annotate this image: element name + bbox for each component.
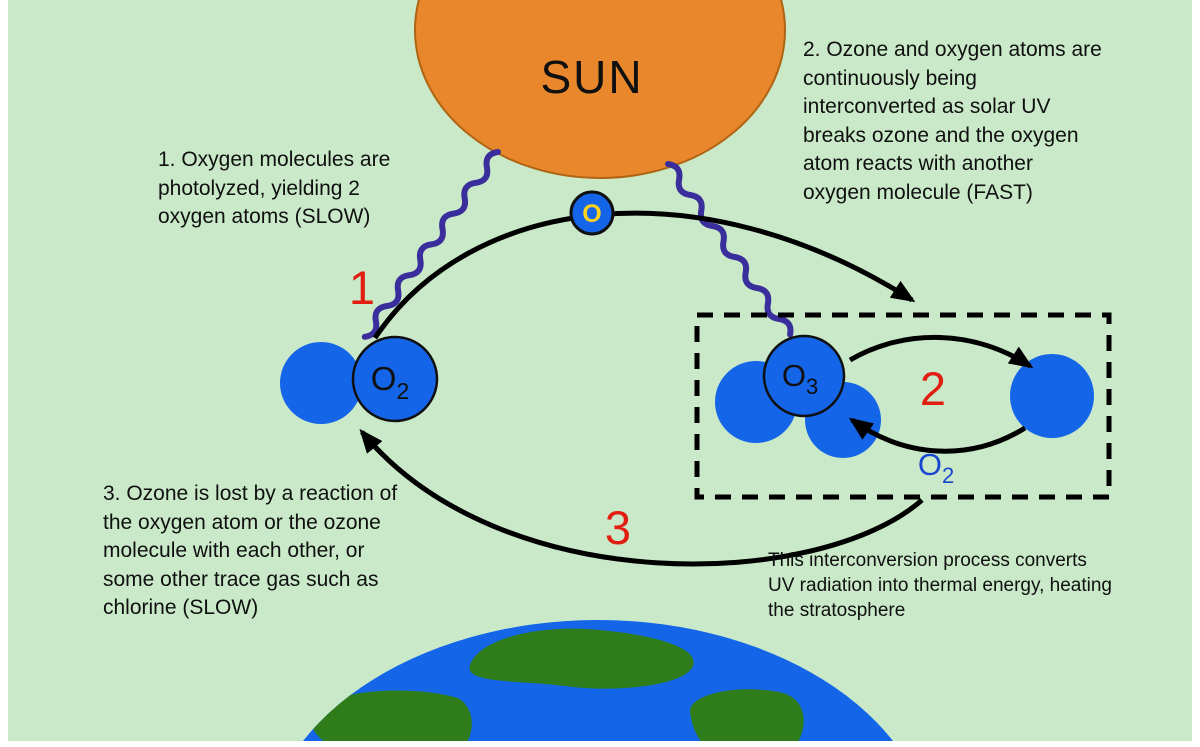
annotation-step3: 3. Ozone is lost by a reaction of the ox…	[103, 482, 398, 620]
continent-left	[311, 690, 472, 741]
annotation-step1: 1. Oxygen molecules are photolyzed, yiel…	[158, 148, 391, 229]
annotation-step2: 2. Ozone and oxygen atoms are continuous…	[803, 38, 1102, 204]
o3-label-base: O	[782, 358, 806, 393]
sun-label: SUN	[540, 51, 643, 103]
o2-product-label: O2	[918, 447, 954, 488]
arrow-atom-to-o3	[848, 417, 1027, 454]
oxygen-atom-label: O	[582, 200, 601, 228]
sun-shape	[414, 0, 786, 179]
continent-top	[469, 628, 694, 689]
o2-label-base: O	[371, 360, 397, 397]
arrow-o3-to-atom	[848, 334, 1034, 369]
o2-product-sub: 2	[942, 463, 954, 488]
oxygen-atom-circle	[569, 190, 615, 236]
o2-label-sub: 2	[396, 378, 409, 404]
continent-right	[689, 689, 804, 741]
step2-number: 2	[920, 362, 946, 415]
oxygen-atom-letter: O	[582, 200, 601, 228]
step1-number: 1	[349, 261, 375, 314]
o3-label-sub: 3	[806, 374, 818, 399]
annotation-interconversion-note: This interconversion process converts UV…	[768, 550, 1112, 622]
o2-molecule-atom-left	[280, 342, 362, 424]
o3-molecule-atom-top	[762, 334, 846, 418]
uv-ray-left	[361, 149, 501, 340]
arrow-ozone-loss-path	[359, 428, 924, 567]
o3-molecule-label: O3	[782, 358, 818, 399]
uv-ray-right	[665, 161, 794, 338]
o2-molecule-atom-right	[351, 335, 439, 423]
step3-number: 3	[605, 501, 631, 554]
box-oxygen-atom	[1010, 354, 1094, 438]
o2-molecule-label: O2	[371, 360, 409, 404]
o2-product-base: O	[918, 447, 942, 482]
